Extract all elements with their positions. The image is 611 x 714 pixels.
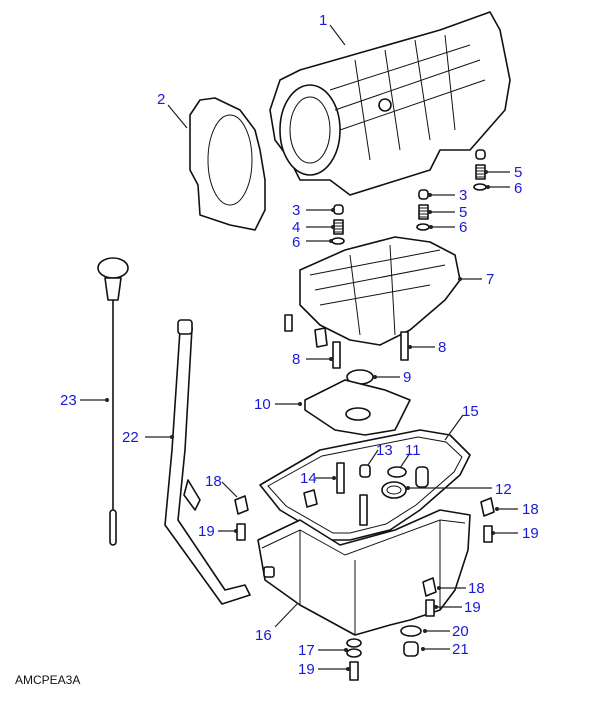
valve-cap-left[interactable] bbox=[333, 204, 344, 215]
bolt-8-left[interactable] bbox=[332, 341, 341, 369]
callout-23[interactable]: 23 bbox=[60, 392, 77, 409]
callout-8[interactable]: 8 bbox=[438, 339, 446, 356]
callout-1[interactable]: 1 bbox=[319, 12, 327, 29]
bracket-18-lower[interactable] bbox=[422, 577, 437, 597]
callout-10[interactable]: 10 bbox=[254, 396, 271, 413]
filter[interactable] bbox=[304, 379, 411, 436]
callout-14[interactable]: 14 bbox=[300, 470, 317, 487]
callout-7[interactable]: 7 bbox=[486, 271, 494, 288]
spacer-13[interactable] bbox=[359, 464, 371, 478]
gasket-plate[interactable] bbox=[189, 97, 266, 231]
callout-20[interactable]: 20 bbox=[452, 623, 469, 640]
callout-4[interactable]: 4 bbox=[292, 219, 300, 236]
callout-19[interactable]: 19 bbox=[464, 599, 481, 616]
callout-3[interactable]: 3 bbox=[292, 202, 300, 219]
spring-mid[interactable] bbox=[418, 204, 429, 220]
transmission-case[interactable] bbox=[269, 11, 511, 196]
callout-18[interactable]: 18 bbox=[522, 501, 539, 518]
bolt-19-left[interactable] bbox=[236, 523, 246, 541]
bracket-18-right[interactable] bbox=[480, 497, 495, 517]
leader-lines bbox=[80, 24, 518, 671]
callout-22[interactable]: 22 bbox=[122, 429, 139, 446]
valve-body[interactable] bbox=[299, 236, 461, 346]
spring-right-top[interactable] bbox=[475, 164, 486, 180]
callout-3[interactable]: 3 bbox=[459, 187, 467, 204]
diagram-code: AMCPEA3A bbox=[15, 673, 81, 687]
valve-cap-right-top[interactable] bbox=[475, 149, 486, 160]
callout-5[interactable]: 5 bbox=[459, 204, 467, 221]
callout-18[interactable]: 18 bbox=[205, 473, 222, 490]
callout-16[interactable]: 16 bbox=[255, 627, 272, 644]
washer-17[interactable] bbox=[346, 638, 362, 658]
oil-pan[interactable] bbox=[257, 509, 471, 636]
callout-9[interactable]: 9 bbox=[403, 369, 411, 386]
dipstick[interactable] bbox=[97, 257, 129, 546]
callout-19[interactable]: 19 bbox=[298, 661, 315, 678]
seal-12[interactable] bbox=[381, 481, 407, 499]
callout-15[interactable]: 15 bbox=[462, 403, 479, 420]
callout-8[interactable]: 8 bbox=[292, 351, 300, 368]
grommet[interactable] bbox=[415, 466, 429, 488]
callout-19[interactable]: 19 bbox=[198, 523, 215, 540]
clip-small[interactable] bbox=[314, 327, 328, 348]
callouts: 1 2 5 6 3 5 6 3 4 6 7 8 8 9 10 15 13 11 … bbox=[60, 12, 539, 678]
clip-right-top[interactable] bbox=[473, 183, 487, 191]
bolt-long[interactable] bbox=[359, 494, 368, 526]
callout-2[interactable]: 2 bbox=[157, 91, 165, 108]
callout-18[interactable]: 18 bbox=[468, 580, 485, 597]
bolt-8-right[interactable] bbox=[400, 331, 409, 361]
callout-5[interactable]: 5 bbox=[514, 164, 522, 181]
valve-cap-mid[interactable] bbox=[418, 189, 429, 200]
callout-19[interactable]: 19 bbox=[522, 525, 539, 542]
bolt-19-right[interactable] bbox=[483, 525, 493, 543]
filler-tube[interactable] bbox=[164, 319, 251, 605]
bolt-19-lower[interactable] bbox=[425, 599, 435, 617]
callout-6[interactable]: 6 bbox=[292, 234, 300, 251]
spring-left[interactable] bbox=[333, 219, 344, 235]
callout-17[interactable]: 17 bbox=[298, 642, 315, 659]
callout-13[interactable]: 13 bbox=[376, 442, 393, 459]
callout-21[interactable]: 21 bbox=[452, 641, 469, 658]
clip-inside[interactable] bbox=[303, 489, 318, 508]
o-ring-11[interactable] bbox=[387, 466, 407, 478]
callout-11[interactable]: 11 bbox=[405, 442, 421, 459]
bracket-18-left[interactable] bbox=[234, 495, 249, 515]
clip-mid[interactable] bbox=[416, 223, 430, 231]
drain-plug-21[interactable] bbox=[403, 641, 419, 657]
clip-left[interactable] bbox=[331, 237, 345, 245]
callout-12[interactable]: 12 bbox=[495, 481, 512, 498]
bolt-19-bottom[interactable] bbox=[349, 661, 359, 681]
callout-6[interactable]: 6 bbox=[514, 180, 522, 197]
bolt-8-left-small[interactable] bbox=[284, 314, 293, 332]
callout-6[interactable]: 6 bbox=[459, 219, 467, 236]
bolt-14[interactable] bbox=[336, 462, 345, 494]
seal-ring-20[interactable] bbox=[400, 625, 422, 637]
